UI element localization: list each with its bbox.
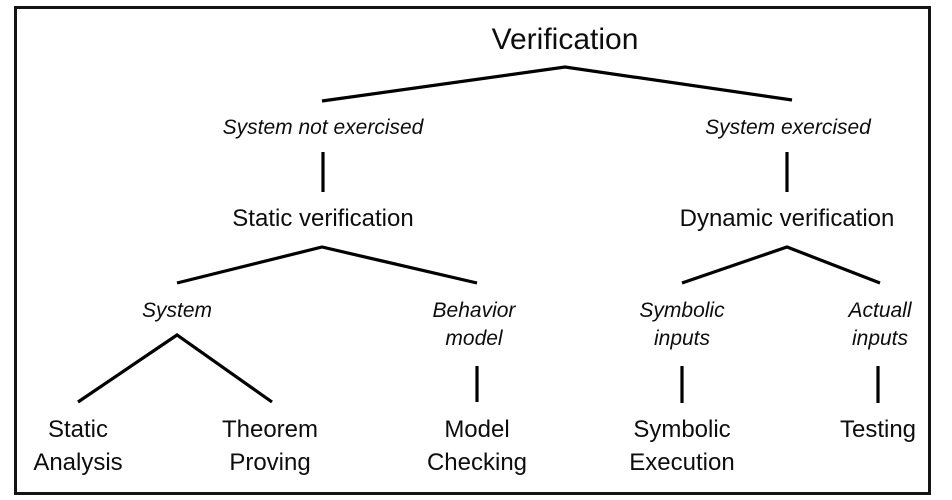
edge-label-symbolic-inputs: Symbolic inputs <box>639 299 725 350</box>
edge-dynamic-branch <box>681 245 881 285</box>
node-verification: Verification <box>491 23 639 56</box>
edge-root-branch <box>321 65 793 103</box>
node-static-analysis: Static Analysis <box>33 416 123 476</box>
edge-label-actuall-inputs: Actuall inputs <box>848 299 912 350</box>
edge-system-branch <box>77 333 273 404</box>
edge-label-behavior-model: Behavior model <box>432 299 516 350</box>
node-dynamic-verification: Dynamic verification <box>679 205 895 232</box>
node-model-checking: Model Checking <box>426 416 528 476</box>
edge-label-system: System <box>141 299 212 322</box>
diagram-frame <box>14 6 931 495</box>
edge-static-branch <box>176 245 478 285</box>
node-theorem-proving: Theorem Proving <box>221 416 319 476</box>
node-static-verification: Static verification <box>232 205 414 232</box>
edge-label-system-exercised: System exercised <box>705 116 871 139</box>
node-symbolic-execution: Symbolic Execution <box>629 416 735 476</box>
edge-label-system-not-exercised: System not exercised <box>222 116 424 139</box>
node-testing: Testing <box>839 416 917 443</box>
